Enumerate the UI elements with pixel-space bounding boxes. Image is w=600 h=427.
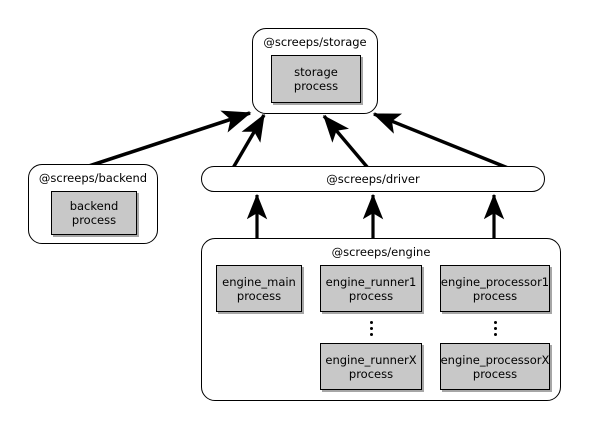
package-engine-label: @screeps/engine bbox=[331, 245, 431, 259]
process-storage[interactable]: storage process bbox=[271, 55, 361, 103]
process-engine-runner1-suffix: process bbox=[348, 288, 394, 303]
package-engine[interactable]: @screeps/engine engine_main process engi… bbox=[201, 238, 561, 401]
processor-ellipsis-icon bbox=[488, 318, 502, 339]
package-backend-label: @screeps/backend bbox=[38, 171, 148, 185]
process-engine-main[interactable]: engine_main process bbox=[216, 265, 302, 312]
process-engine-processor1-suffix: process bbox=[472, 288, 518, 303]
package-storage-label: @screeps/storage bbox=[263, 35, 367, 49]
process-engine-runner1-name: engine_runner1 bbox=[325, 274, 417, 289]
process-storage-suffix: process bbox=[293, 79, 339, 93]
edge-driver-to-storage-right bbox=[372, 112, 509, 170]
process-backend[interactable]: backend process bbox=[51, 191, 137, 235]
package-driver[interactable]: @screeps/driver bbox=[201, 166, 545, 192]
process-engine-runner1[interactable]: engine_runner1 process bbox=[320, 265, 422, 312]
package-storage[interactable]: @screeps/storage storage process bbox=[252, 28, 378, 114]
process-engine-runnerx[interactable]: engine_runnerX process bbox=[320, 343, 422, 390]
package-driver-label: @screeps/driver bbox=[326, 172, 420, 186]
process-engine-processorx-name: engine_processorX bbox=[440, 352, 550, 367]
process-engine-main-name: engine_main bbox=[222, 274, 296, 289]
process-storage-name: storage bbox=[294, 65, 338, 79]
edge-driver-to-storage-left bbox=[231, 113, 266, 169]
edge-driver-to-storage-middle bbox=[322, 114, 370, 170]
edge-backend-to-storage bbox=[88, 110, 252, 168]
process-engine-runnerx-suffix: process bbox=[348, 366, 394, 381]
process-backend-name: backend bbox=[69, 199, 119, 213]
process-engine-processor1-name: engine_processor1 bbox=[440, 274, 550, 289]
process-backend-suffix: process bbox=[71, 213, 117, 227]
process-engine-processorx[interactable]: engine_processorX process bbox=[440, 343, 550, 390]
process-engine-processor1[interactable]: engine_processor1 process bbox=[440, 265, 550, 312]
process-engine-main-suffix: process bbox=[236, 288, 282, 303]
process-engine-processorx-suffix: process bbox=[472, 366, 518, 381]
runner-ellipsis-icon bbox=[364, 318, 378, 339]
process-engine-runnerx-name: engine_runnerX bbox=[325, 352, 417, 367]
package-backend[interactable]: @screeps/backend backend process bbox=[28, 164, 158, 244]
